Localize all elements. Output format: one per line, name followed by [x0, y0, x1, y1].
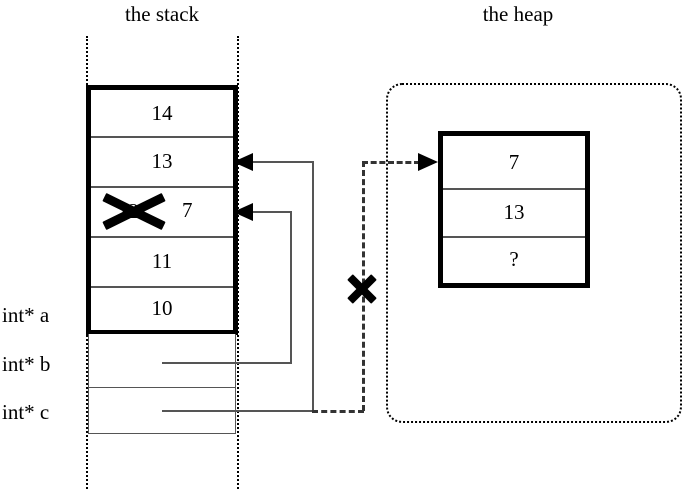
- dangling-pointer-dash-stub: [312, 410, 364, 413]
- heap-divider-1: [443, 236, 585, 238]
- variable-label-b: int* b: [2, 352, 51, 376]
- stack-cell-4: 10: [91, 286, 233, 330]
- heap-region-boundary: [386, 83, 682, 423]
- stack-cell-1: 13: [91, 136, 233, 186]
- heap-block: 7 13 ?: [438, 131, 590, 288]
- stack-divider-0: [91, 136, 233, 138]
- pointer-b-stub: [162, 362, 292, 364]
- stack-divider-3: [91, 286, 233, 288]
- stack-cell-0: 14: [91, 90, 233, 136]
- pointer-b-arrowhead-icon: [233, 203, 253, 221]
- stack-region-title: the stack: [124, 2, 200, 26]
- stack-cell-3-value: 11: [151, 248, 173, 273]
- variable-label-c: int* c: [2, 400, 50, 424]
- heap-divider-0: [443, 188, 585, 190]
- pointer-b-run: [252, 211, 292, 213]
- heap-cell-2: ?: [443, 236, 585, 283]
- heap-cell-0-value: 7: [508, 149, 520, 174]
- pointer-c-stub: [162, 410, 314, 412]
- stack-region-boundary-right: [237, 36, 239, 489]
- stack-cell-4-value: 10: [151, 295, 173, 320]
- dangling-pointer-dash-run: [362, 161, 420, 164]
- pointer-b-riser: [290, 211, 292, 364]
- stack-pointer-cell-b: [89, 334, 235, 387]
- stack-cell-0-value: 14: [151, 100, 173, 125]
- heap-cell-1: 13: [443, 188, 585, 236]
- pointer-c-riser: [312, 161, 314, 412]
- stack-divider-4: [89, 387, 235, 388]
- heap-cell-1-value: 13: [503, 199, 525, 224]
- pointer-c-arrowhead-icon: [233, 153, 253, 171]
- stack-cell-1-value: 13: [151, 148, 173, 173]
- stack-divider-2: [91, 236, 233, 238]
- stack-cell-2-new-value: 7: [182, 198, 193, 222]
- stack-pointer-cells: [88, 334, 236, 434]
- variable-label-a: int* a: [2, 303, 50, 327]
- heap-region-title: the heap: [482, 2, 554, 26]
- heap-cell-0: 7: [443, 136, 585, 188]
- pointer-c-run: [252, 161, 314, 163]
- invalidated-link-x-icon: [347, 274, 377, 304]
- strikethrough-x-icon: [102, 192, 166, 230]
- stack-divider-1: [91, 186, 233, 188]
- dangling-pointer-arrowhead-icon: [418, 153, 438, 171]
- heap-cell-2-value: ?: [509, 247, 519, 271]
- stack-cell-3: 11: [91, 236, 233, 286]
